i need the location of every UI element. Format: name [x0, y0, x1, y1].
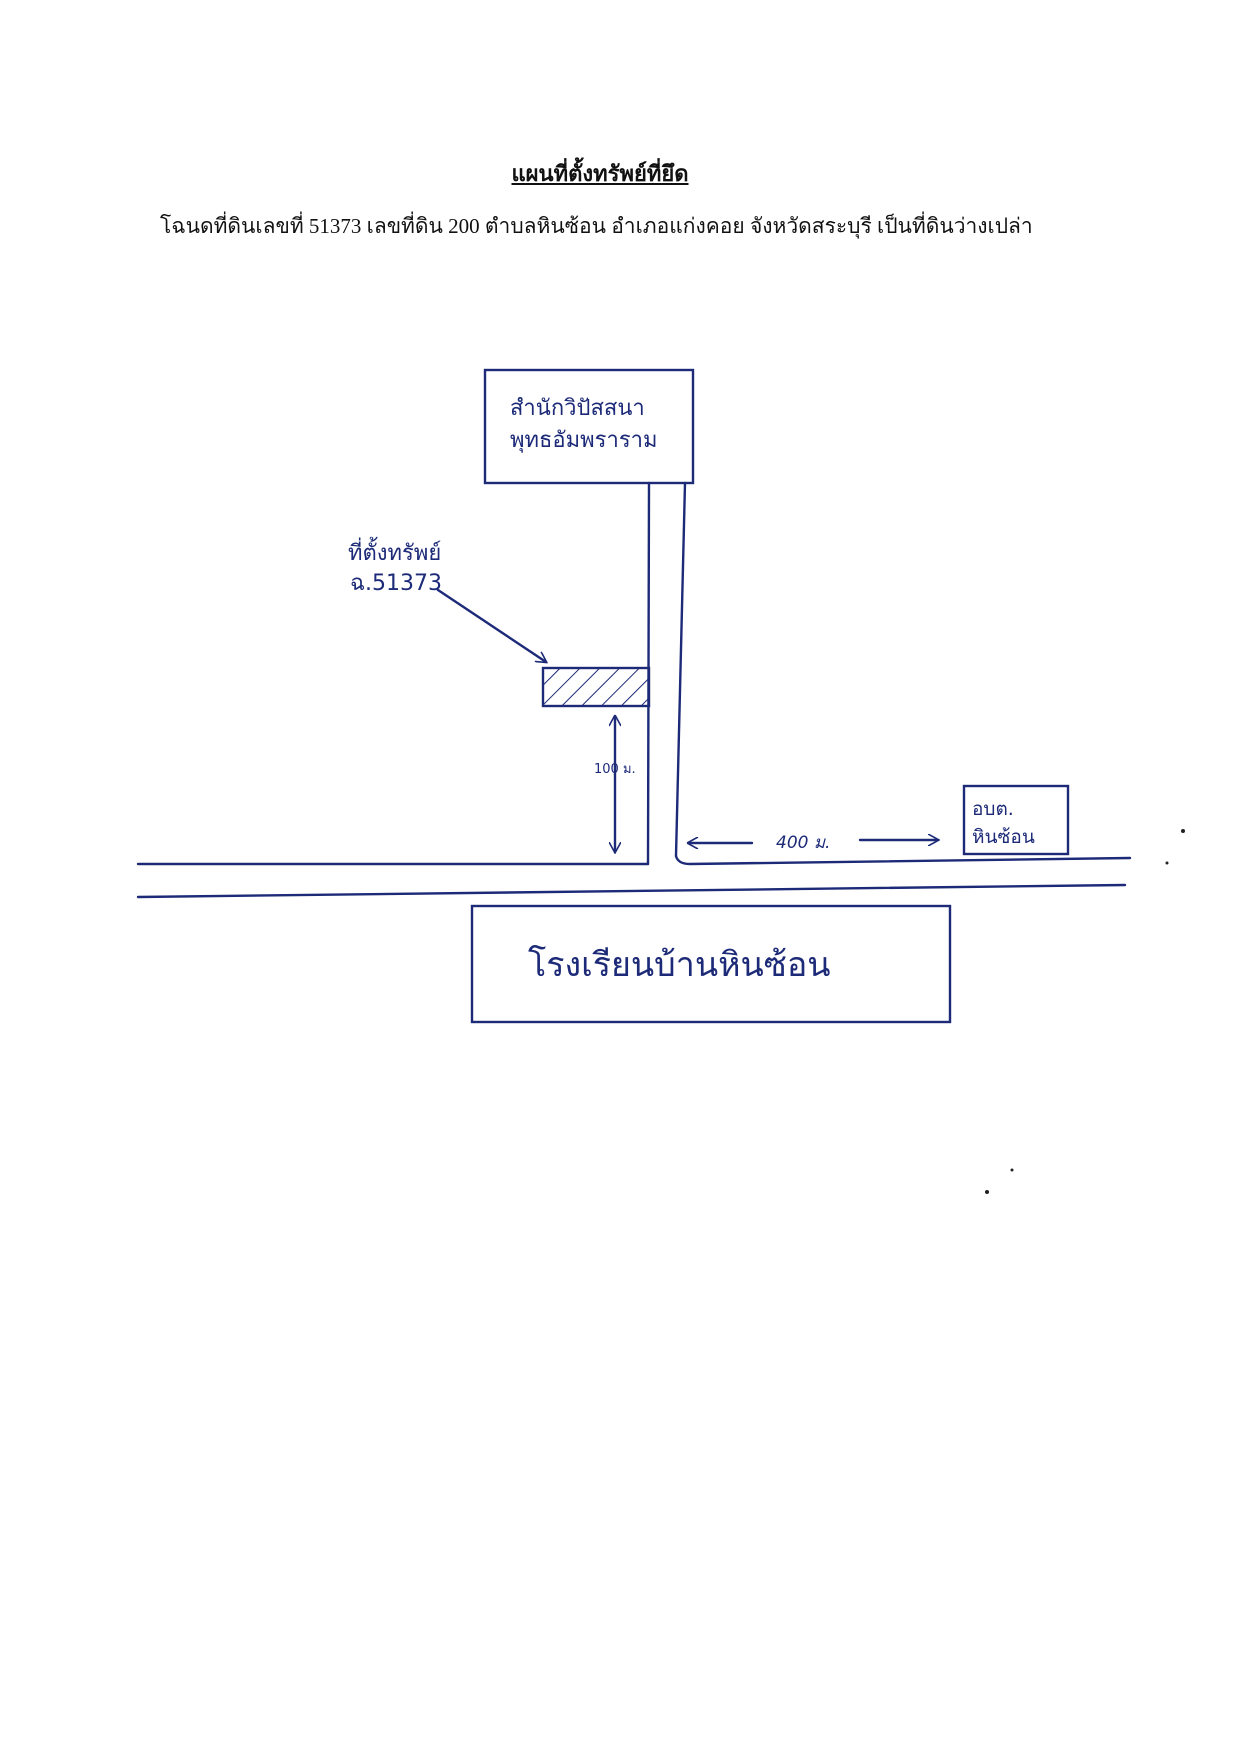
scan-speck	[985, 1190, 989, 1194]
temple-box	[483, 368, 695, 485]
main-road-bottom	[136, 883, 1127, 899]
tambon-office-line1: อบต.	[972, 798, 1014, 820]
school-box	[470, 904, 952, 1024]
property-label-line2: ฉ.51373	[350, 571, 442, 596]
property-parcel	[541, 666, 651, 708]
tambon-office-line2: หินซ้อน	[972, 826, 1035, 848]
temple-label-line2: พุทธอัมพราราม	[510, 428, 658, 453]
scan-speck	[1181, 829, 1185, 833]
school-label: โรงเรียนบ้านหินซ้อน	[528, 945, 830, 985]
temple-label-line1: สำนักวิปัสสนา	[510, 396, 645, 421]
main-road-top-right	[674, 854, 1132, 866]
distance-vertical-label: 100 ม.	[594, 762, 636, 777]
property-pointer-arrow	[436, 588, 546, 662]
scan-speck	[1010, 1168, 1014, 1172]
property-label-line1: ที่ตั้งทรัพย์	[348, 537, 441, 566]
document-title: แผนที่ตั้งทรัพย์ที่ยึด	[511, 161, 689, 186]
scan-speck	[1165, 861, 1169, 865]
side-road-right-edge	[674, 481, 687, 858]
distance-horizontal-label: 400 ม.	[776, 833, 830, 853]
tambon-office-box	[962, 784, 1070, 856]
deed-description: โฉนดที่ดินเลขที่ 51373 เลขที่ดิน 200 ตำบ…	[160, 214, 1033, 238]
